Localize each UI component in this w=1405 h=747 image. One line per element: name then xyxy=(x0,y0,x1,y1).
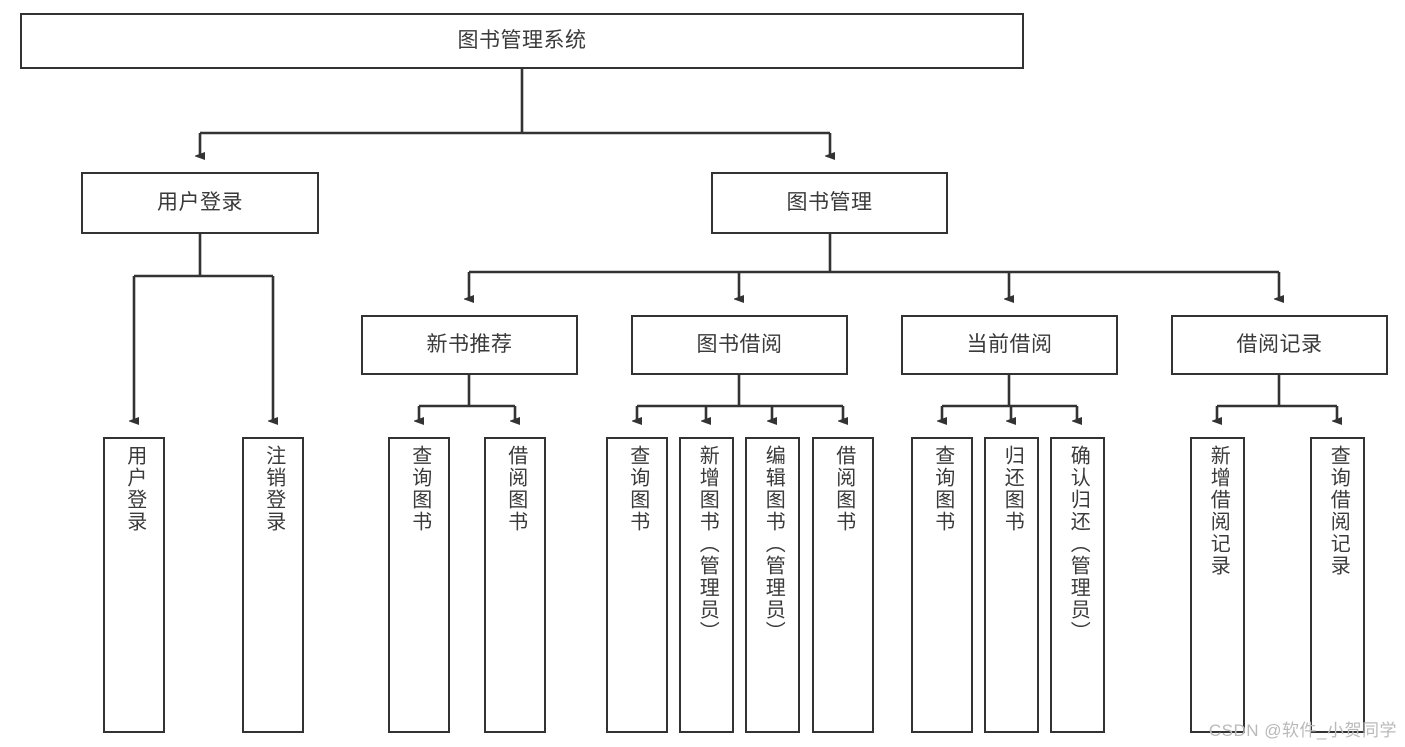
node-current-borrow-label: 当前借阅 xyxy=(966,333,1053,357)
node-book-manage[interactable]: 图书管理 xyxy=(711,172,948,234)
node-borrow-record[interactable]: 借阅记录 xyxy=(1171,315,1388,375)
leaf-query-record[interactable]: 查询借阅记录 xyxy=(1310,437,1365,733)
leaf-return-book-label: 归还图书 xyxy=(1001,445,1024,533)
leaf-query-book-1-label: 查询图书 xyxy=(408,445,431,533)
leaf-borrow-book-2-label: 借阅图书 xyxy=(832,445,855,533)
leaf-query-record-label: 查询借阅记录 xyxy=(1327,445,1350,577)
connector-group-current-borrow xyxy=(942,375,1077,421)
node-new-book-rec[interactable]: 新书推荐 xyxy=(361,315,578,375)
leaf-query-book-2-label: 查询图书 xyxy=(626,445,649,533)
node-new-book-rec-label: 新书推荐 xyxy=(426,333,513,357)
leaf-logout[interactable]: 注销登录 xyxy=(242,437,304,733)
leaf-return-book[interactable]: 归还图书 xyxy=(984,437,1039,733)
leaf-confirm-return-label: 确认归还（管理员） xyxy=(1067,445,1090,643)
node-root-label: 图书管理系统 xyxy=(457,29,587,53)
leaf-add-book[interactable]: 新增图书（管理员） xyxy=(679,437,734,733)
leaf-edit-book-label: 编辑图书（管理员） xyxy=(762,445,785,643)
leaf-user-login[interactable]: 用户登录 xyxy=(103,437,165,733)
leaf-query-book-2[interactable]: 查询图书 xyxy=(606,437,668,733)
leaf-query-book-1[interactable]: 查询图书 xyxy=(388,437,450,733)
node-root[interactable]: 图书管理系统 xyxy=(20,13,1024,69)
leaf-add-record-label: 新增借阅记录 xyxy=(1207,445,1230,577)
node-book-borrow[interactable]: 图书借阅 xyxy=(631,315,848,375)
connector-group-new-book-rec xyxy=(419,375,515,421)
leaf-add-book-label: 新增图书（管理员） xyxy=(696,445,719,643)
connector-group-root xyxy=(200,69,830,156)
leaf-confirm-return[interactable]: 确认归还（管理员） xyxy=(1050,437,1105,733)
node-book-borrow-label: 图书借阅 xyxy=(696,333,783,357)
leaf-edit-book[interactable]: 编辑图书（管理员） xyxy=(745,437,800,733)
node-book-manage-label: 图书管理 xyxy=(786,191,873,215)
connector-group-user-login xyxy=(134,234,273,421)
leaf-borrow-book-1[interactable]: 借阅图书 xyxy=(484,437,546,733)
leaf-query-book-3-label: 查询图书 xyxy=(931,445,954,533)
leaf-user-login-label: 用户登录 xyxy=(123,445,146,533)
leaf-query-book-3[interactable]: 查询图书 xyxy=(911,437,973,733)
watermark-text: CSDN @软件_小贺同学 xyxy=(1208,721,1397,740)
connector-group-book-manage xyxy=(469,234,1279,299)
connector-group-borrow-record xyxy=(1217,375,1337,421)
leaf-logout-label: 注销登录 xyxy=(262,445,285,533)
node-user-login-label: 用户登录 xyxy=(157,191,243,215)
connector-group-book-borrow xyxy=(637,375,843,421)
leaf-borrow-book-2[interactable]: 借阅图书 xyxy=(812,437,874,733)
leaf-add-record[interactable]: 新增借阅记录 xyxy=(1190,437,1245,733)
node-borrow-record-label: 借阅记录 xyxy=(1236,333,1323,357)
leaf-borrow-book-1-label: 借阅图书 xyxy=(504,445,527,533)
node-user-login[interactable]: 用户登录 xyxy=(81,172,319,234)
node-current-borrow[interactable]: 当前借阅 xyxy=(901,315,1118,375)
